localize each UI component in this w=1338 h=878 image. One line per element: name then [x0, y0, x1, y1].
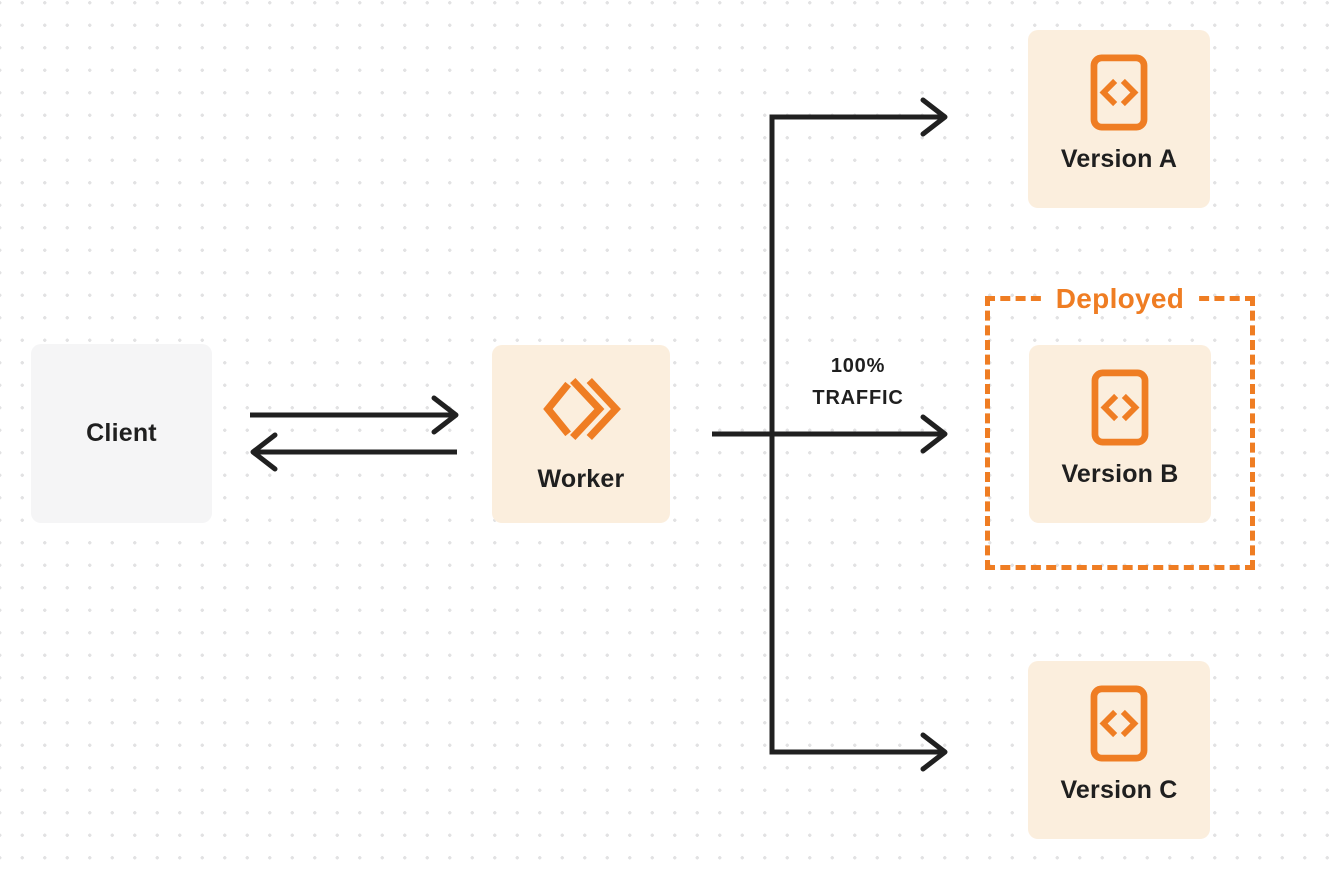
version-b-node-label: Version B: [1061, 460, 1179, 488]
client-node: Client: [31, 344, 212, 523]
deployed-boundary: Deployed: [985, 283, 1255, 570]
arrowhead-left-icon: [250, 432, 278, 472]
traffic-word-text: TRAFFIC: [812, 387, 904, 409]
worker-node: Worker: [492, 345, 670, 523]
cloudflare-workers-icon: [543, 378, 621, 440]
arrowhead-right-icon: [920, 732, 948, 772]
version-b-node: Version B: [1029, 345, 1211, 523]
code-file-icon: [1091, 369, 1149, 446]
arrowhead-right-icon: [920, 414, 948, 454]
deployed-label: Deployed: [1041, 283, 1199, 315]
version-c-node-label: Version C: [1060, 776, 1178, 804]
branch-line-versions: [769, 114, 941, 755]
code-file-icon: [1090, 54, 1148, 131]
client-node-label: Client: [86, 419, 157, 447]
arrowhead-right-icon: [431, 395, 459, 435]
version-a-node: Version A: [1028, 30, 1210, 208]
code-file-icon: [1090, 685, 1148, 762]
version-a-node-label: Version A: [1060, 145, 1178, 173]
version-c-node: Version C: [1028, 661, 1210, 839]
traffic-percent-text: 100%: [830, 355, 886, 377]
arrowhead-right-icon: [920, 97, 948, 137]
worker-node-label: Worker: [537, 465, 625, 493]
traffic-annotation: 100% TRAFFIC: [803, 346, 913, 420]
